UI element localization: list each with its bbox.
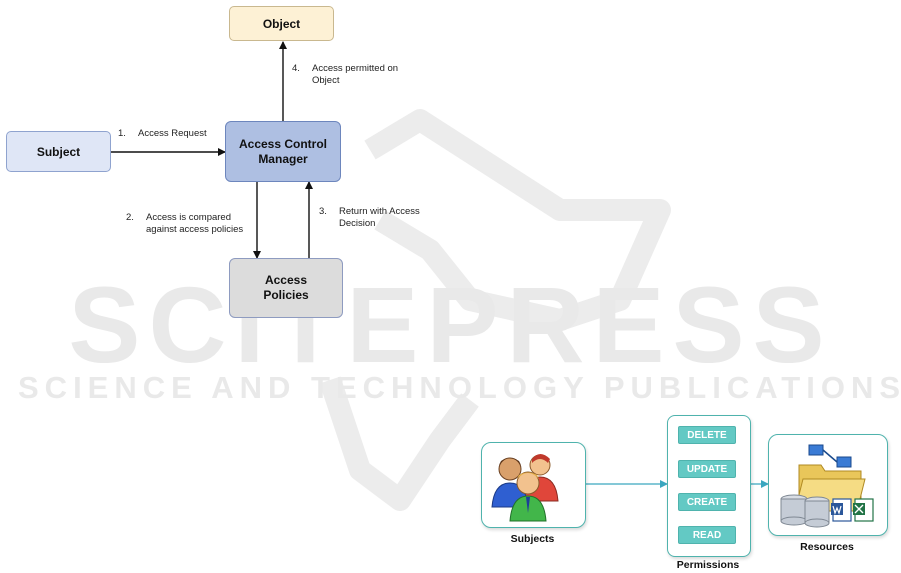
- step-4-number: 4.: [292, 63, 312, 87]
- step-2-number: 2.: [126, 212, 146, 236]
- resources-icon: [769, 435, 887, 535]
- subjects-caption: Subjects: [481, 533, 584, 545]
- resources-caption: Resources: [768, 541, 886, 553]
- step-4-text: Access permitted on Object: [312, 63, 408, 87]
- subject-label: Subject: [37, 145, 80, 159]
- subject-box: Subject: [6, 131, 111, 172]
- word-document-icon: [831, 499, 851, 521]
- resources-panel: [768, 434, 888, 536]
- permission-update: UPDATE: [678, 460, 736, 478]
- access-control-manager-box: Access Control Manager: [225, 121, 341, 182]
- database-icon: [781, 495, 829, 527]
- subjects-panel: [481, 442, 586, 528]
- permission-create: CREATE: [678, 493, 736, 511]
- step-2-text: Access is compared against access polici…: [146, 212, 254, 236]
- step-1-label: 1.Access Request: [118, 128, 228, 140]
- step-1-text: Access Request: [138, 128, 207, 139]
- access-policies-label: Access Policies: [252, 273, 320, 303]
- object-label: Object: [263, 17, 300, 31]
- step-1-number: 1.: [118, 128, 138, 140]
- permission-delete: DELETE: [678, 426, 736, 444]
- excel-document-icon: [853, 499, 873, 521]
- permissions-caption: Permissions: [662, 559, 754, 571]
- object-box: Object: [229, 6, 334, 41]
- permission-read: READ: [678, 526, 736, 544]
- network-icon: [809, 445, 851, 467]
- step-3-text: Return with Access Decision: [339, 206, 431, 230]
- step-4-label: 4.Access permitted on Object: [292, 63, 412, 87]
- step-3-label: 3.Return with Access Decision: [319, 206, 439, 230]
- step-3-number: 3.: [319, 206, 339, 230]
- access-policies-box: Access Policies: [229, 258, 343, 318]
- access-control-manager-label: Access Control Manager: [236, 137, 330, 167]
- subjects-people-icon: [482, 443, 585, 527]
- step-2-label: 2.Access is compared against access poli…: [126, 212, 254, 236]
